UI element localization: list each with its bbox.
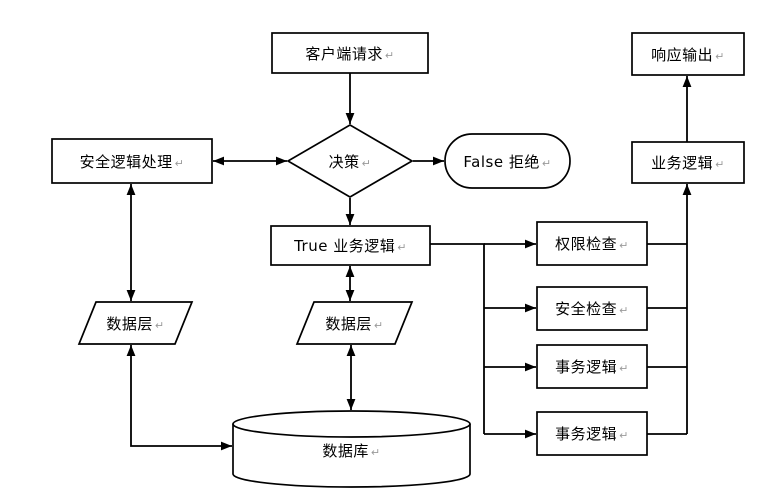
true-business-logic-text: True 业务逻辑	[294, 237, 396, 255]
data-layer-middle-label: 数据层 ↵	[297, 302, 412, 344]
return-mark-icon: ↵	[619, 429, 629, 442]
response-output-shape	[631, 32, 745, 76]
return-mark-icon: ↵	[541, 156, 552, 170]
data-layer-middle-parallelogram-shape	[295, 301, 414, 345]
decision-label: 决策 ↵	[288, 125, 412, 197]
security-check-shape	[536, 286, 648, 331]
transaction-logic-1-label: 事务逻辑 ↵	[537, 345, 647, 388]
permission-check-text: 权限检查	[555, 235, 618, 253]
return-mark-icon: ↵	[373, 318, 384, 332]
client-request-shape	[271, 32, 429, 74]
false-reject-stadium-shape	[444, 133, 571, 189]
return-mark-icon: ↵	[154, 318, 165, 332]
permission-check-label: 权限检查 ↵	[537, 222, 647, 265]
return-mark-icon: ↵	[715, 49, 725, 63]
security-check-label: 安全检查 ↵	[537, 287, 647, 330]
transaction-logic-2-text: 事务逻辑	[555, 425, 618, 443]
transaction-logic-2-shape	[536, 411, 648, 456]
decision-text: 决策	[328, 152, 360, 171]
business-logic-shape	[631, 141, 745, 184]
response-output-label: 响应输出 ↵	[632, 33, 744, 75]
transaction-logic-1-shape	[536, 344, 648, 389]
false-reject-label: False 拒绝 ↵	[445, 134, 570, 188]
client-request-label: 客户端请求 ↵	[272, 33, 428, 73]
return-mark-icon: ↵	[619, 304, 629, 317]
return-mark-icon: ↵	[361, 156, 372, 170]
return-mark-icon: ↵	[619, 239, 629, 252]
true-business-logic-label: True 业务逻辑 ↵	[271, 226, 430, 265]
data-layer-left-label: 数据层 ↵	[79, 302, 192, 344]
business-logic-text: 业务逻辑	[651, 154, 714, 172]
security-logic-processing-text: 安全逻辑处理	[79, 152, 173, 171]
database-label: 数据库 ↵	[233, 425, 470, 475]
return-mark-icon: ↵	[397, 241, 407, 254]
permission-check-shape	[536, 221, 648, 266]
response-output-text: 响应输出	[651, 45, 714, 64]
transaction-logic-1-text: 事务逻辑	[555, 358, 618, 376]
database-text: 数据库	[322, 441, 369, 460]
security-check-text: 安全检查	[555, 300, 618, 318]
return-mark-icon: ↵	[715, 158, 725, 171]
data-layer-middle-text: 数据层	[325, 314, 372, 333]
double-arrow-data-layer-left-database-elbow	[126, 345, 232, 451]
database-cylinder-top	[232, 410, 471, 438]
return-mark-icon: ↵	[174, 156, 185, 170]
database-cylinder-body	[232, 424, 471, 488]
return-mark-icon: ↵	[619, 362, 629, 375]
return-mark-icon: ↵	[370, 445, 381, 459]
decision-diamond-shape	[286, 124, 414, 198]
return-mark-icon: ↵	[384, 48, 395, 62]
branch-trunk-left	[430, 243, 485, 434]
security-logic-processing-label: 安全逻辑处理 ↵	[52, 139, 212, 183]
data-layer-left-parallelogram-shape	[77, 301, 194, 345]
client-request-text: 客户端请求	[305, 44, 383, 63]
false-reject-text: False 拒绝	[463, 152, 540, 171]
transaction-logic-2-label: 事务逻辑 ↵	[537, 412, 647, 455]
data-layer-left-text: 数据层	[106, 314, 153, 333]
true-business-logic-shape	[270, 225, 431, 266]
security-logic-processing-shape	[51, 138, 213, 184]
business-logic-label: 业务逻辑 ↵	[632, 142, 744, 183]
